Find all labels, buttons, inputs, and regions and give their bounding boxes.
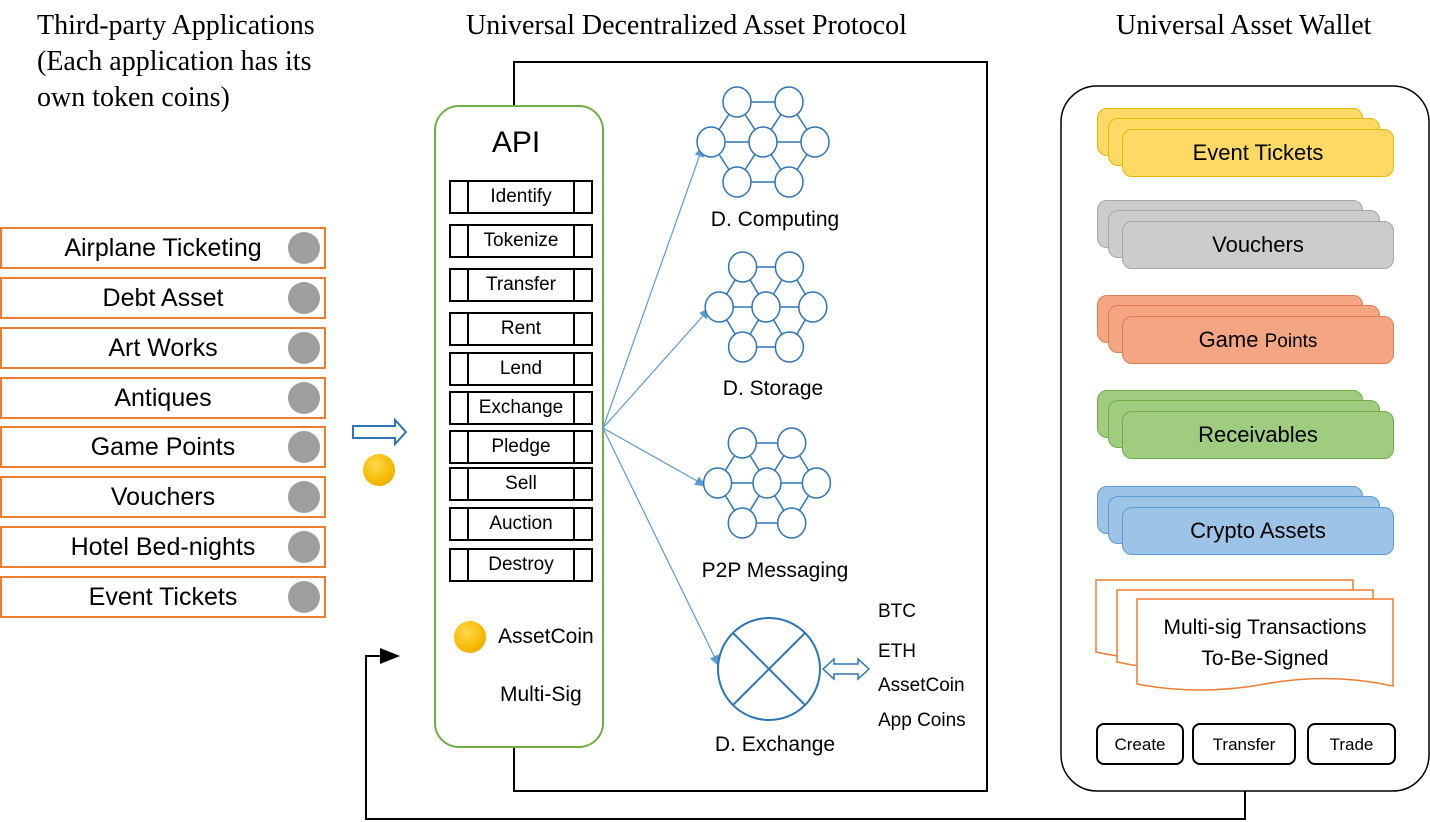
apps-heading: Third-party Applications (Each applicati… [37,8,315,116]
api-multisig-label: Multi-Sig [500,683,582,706]
trade-button[interactable]: Trade [1307,723,1396,765]
wallet-card-receivables[interactable]: Receivables [1122,411,1394,459]
computing-network-icon [696,86,830,198]
api-function-destroy: Destroy [449,548,593,582]
app-item-label: Antiques [114,384,212,412]
app-coin-icon [363,454,395,486]
coin-btc: BTC [878,601,916,622]
app-item: Antiques [0,377,326,419]
wallet-heading: Universal Asset Wallet [1116,10,1372,41]
api-assetcoin-label: AssetCoin [498,625,594,648]
api-function-label: Identify [490,186,552,207]
api-function-label: Pledge [491,436,551,457]
api-function-label: Rent [500,318,542,339]
wallet-card-vouchers[interactable]: Vouchers [1122,221,1394,269]
apps-heading-line-3: own token coins) [37,82,230,113]
app-coin-dot-icon [288,282,320,314]
app-item-label: Debt Asset [102,284,224,312]
api-function-label: Destroy [488,554,554,575]
api-function-transfer: Transfer [449,268,593,302]
wallet-card-crypto-assets[interactable]: Crypto Assets [1122,507,1394,555]
api-function-pledge: Pledge [449,430,593,464]
apps-heading-line-1: Third-party Applications [37,10,315,41]
api-function-exchange: Exchange [449,391,593,425]
app-item-label: Hotel Bed-nights [70,533,256,561]
exchange-icon [717,617,821,721]
app-item: Vouchers [0,476,326,518]
api-function-sell: Sell [449,467,593,501]
api-function-label: Tokenize [483,230,559,251]
arrow-to-computing [602,144,704,429]
assetcoin-icon [454,621,486,653]
app-coin-dot-icon [288,332,320,364]
api-function-lend: Lend [449,352,593,386]
app-item-label: Event Tickets [88,583,238,611]
app-item-label: Airplane Ticketing [64,234,262,262]
app-coin-dot-icon [288,232,320,264]
app-coin-dot-icon [288,431,320,463]
computing-label: D. Computing [710,208,840,231]
wallet-card-event-tickets[interactable]: Event Tickets [1122,129,1394,177]
api-function-label: Auction [489,513,553,534]
app-coin-dot-icon [288,382,320,414]
wallet-card-game-points[interactable]: Game Points [1122,316,1394,364]
app-coin-dot-icon [288,581,320,613]
app-item: Airplane Ticketing [0,227,326,269]
feedback-arrow [365,648,1246,820]
protocol-frame [513,61,988,792]
api-function-identify: Identify [449,180,593,214]
exchange-label: D. Exchange [714,733,836,756]
multisig-line-2: To-Be-Signed [1201,647,1329,670]
arrow-to-exchange [602,427,720,668]
app-item: Event Tickets [0,576,326,618]
wallet-card-label-small: Points [1264,331,1318,352]
app-item-label: Vouchers [110,483,216,511]
multisig-stack [1095,579,1394,691]
api-function-rent: Rent [449,312,593,346]
app-item-label: Game Points [90,433,236,461]
arrow-to-storage [602,307,711,429]
protocol-heading: Universal Decentralized Asset Protocol [466,10,907,41]
app-coin-dot-icon [288,531,320,563]
api-title: API [491,126,541,159]
wallet-card-label: Game [1198,327,1259,352]
transfer-button[interactable]: Transfer [1192,723,1296,765]
app-item: Art Works [0,327,326,369]
messaging-label: P2P Messaging [701,559,849,582]
app-item: Hotel Bed-nights [0,526,326,568]
apps-heading-line-2: (Each application has its [37,46,312,77]
app-item-label: Art Works [108,334,218,362]
exchange-double-arrow [821,657,871,681]
app-item: Game Points [0,426,326,468]
app-item: Debt Asset [0,277,326,319]
messaging-network-icon [702,427,832,539]
multisig-line-1: Multi-sig Transactions [1163,616,1367,639]
api-function-label: Sell [505,473,537,494]
coin-assetcoin: AssetCoin [878,675,965,696]
create-button[interactable]: Create [1096,723,1184,765]
api-function-tokenize: Tokenize [449,224,593,258]
apps-to-api-arrow [352,417,408,447]
storage-network-icon [704,251,828,363]
api-function-label: Lend [499,358,543,379]
coin-app-coins: App Coins [878,710,966,731]
api-function-auction: Auction [449,507,593,541]
arrow-to-messaging [602,427,708,487]
coin-eth: ETH [878,641,916,662]
storage-label: D. Storage [722,377,824,400]
multisig-text: Multi-sig Transactions To-Be-Signed [1137,612,1393,674]
api-function-label: Transfer [485,274,557,295]
api-function-label: Exchange [478,397,564,418]
app-coin-dot-icon [288,481,320,513]
